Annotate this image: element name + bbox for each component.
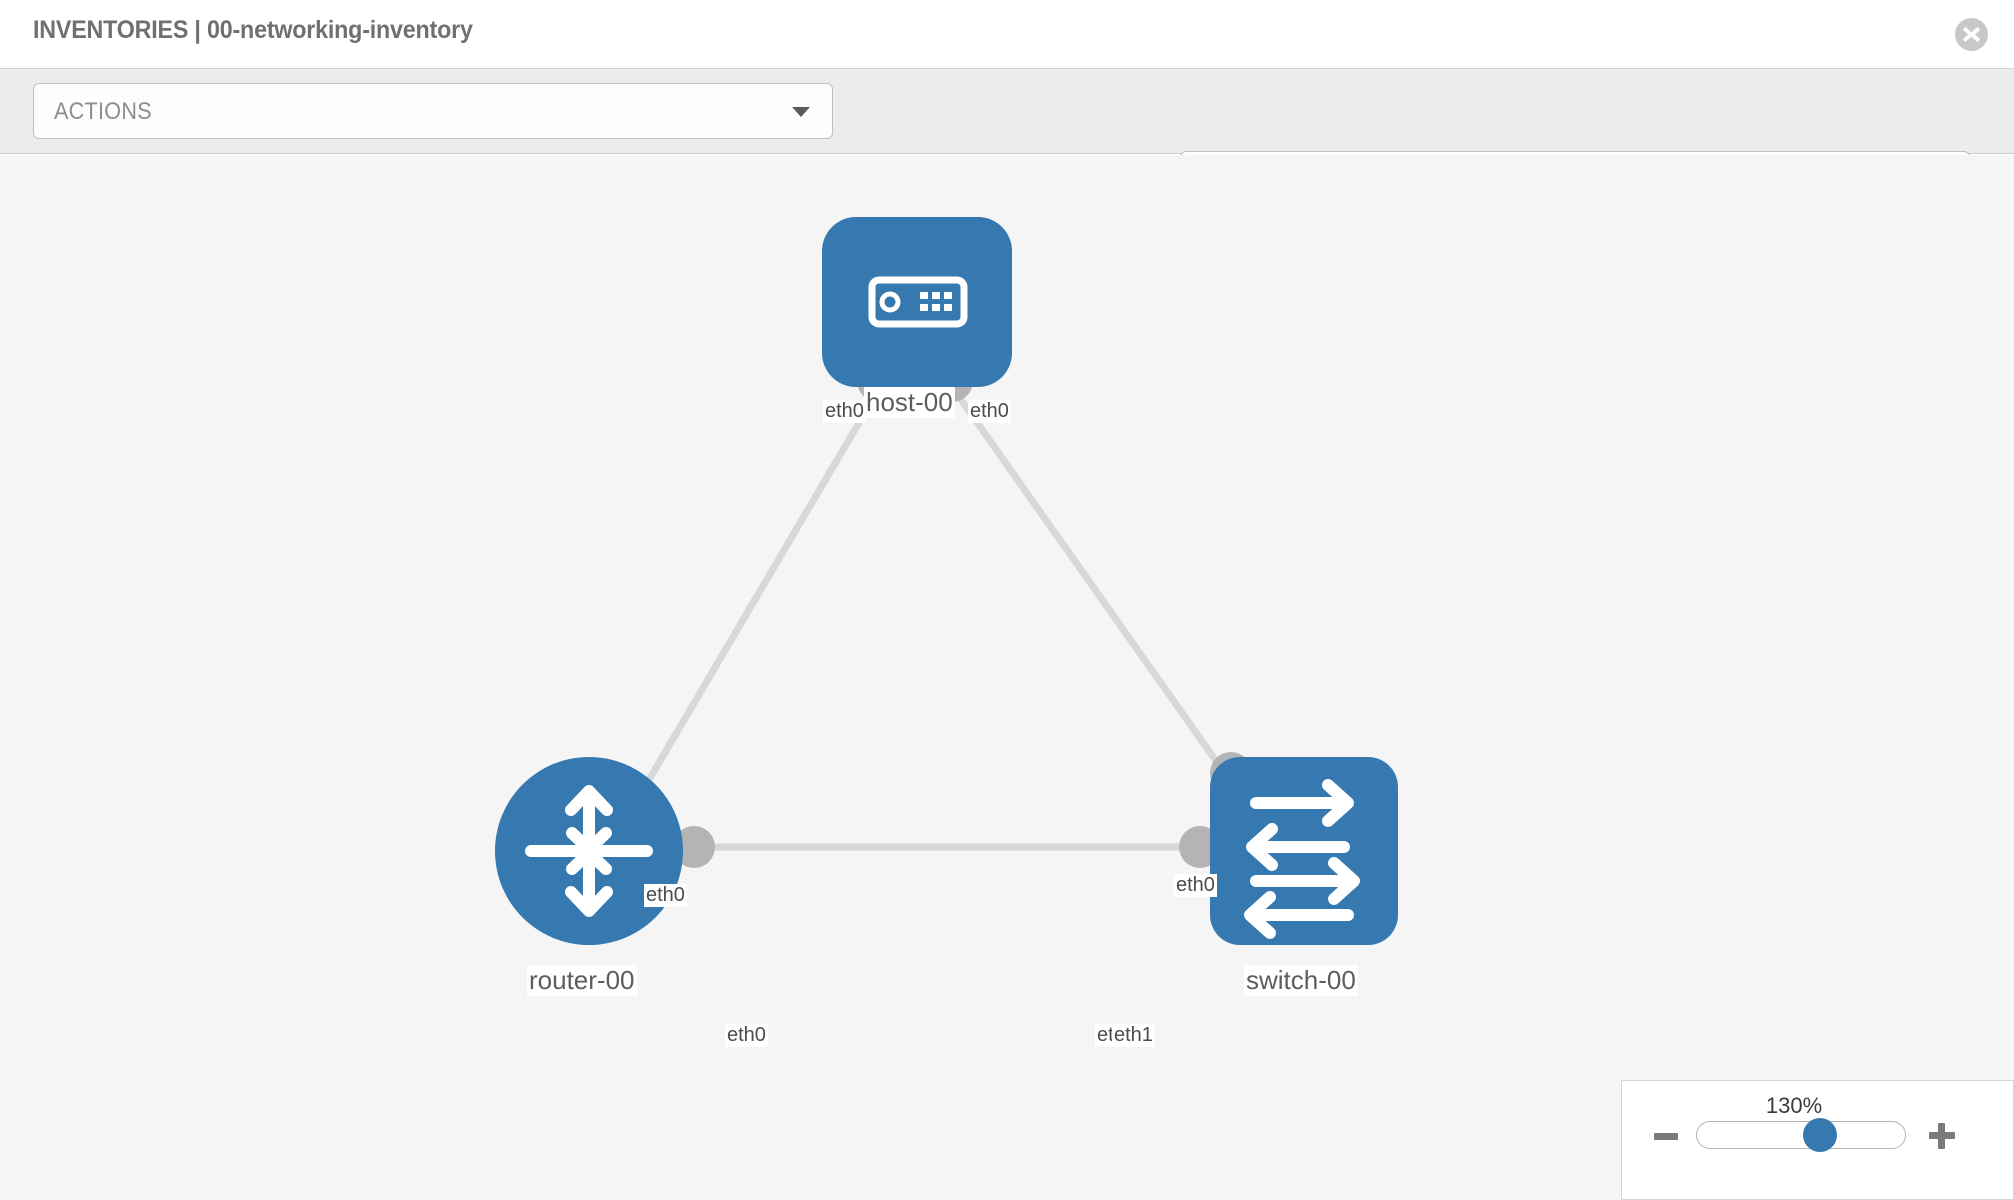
router-arrows-icon [525,785,653,917]
edge-host00-switch00 [948,383,1244,799]
zoom-slider[interactable] [1696,1118,1906,1152]
actions-dropdown-label: ACTIONS [54,98,152,125]
zoom-control-panel: 130% [1621,1080,2014,1200]
topology-edges [636,383,1244,851]
page-title: INVENTORIES | 00-networking-inventory [33,16,473,44]
topology-connectors [673,360,1252,868]
node-host-00 [822,217,1012,387]
zoom-in-button[interactable] [1929,1123,1955,1149]
chevron-down-icon [792,107,810,117]
server-icon [868,276,968,328]
zoom-slider-thumb[interactable] [1802,1118,1837,1152]
close-icon[interactable] [1955,18,1988,51]
zoom-percent-label: 130% [1765,1093,1823,1118]
node-switch-00 [1210,757,1398,945]
toolbar: ACTIONS SEARCH [0,68,2014,207]
node-router-00 [495,757,683,945]
edge-host00-router00 [636,383,884,799]
actions-dropdown[interactable]: ACTIONS [33,83,833,139]
zoom-out-button[interactable] [1654,1133,1678,1140]
page-header: INVENTORIES | 00-networking-inventory [0,0,2014,68]
switch-arrows-icon [1244,779,1360,939]
connector-router00-eth0 [673,826,715,868]
topology-canvas[interactable]: host-00 router-00 switch-00 eth0 eth0 et… [0,155,2014,1200]
topology-graph [495,217,1398,945]
